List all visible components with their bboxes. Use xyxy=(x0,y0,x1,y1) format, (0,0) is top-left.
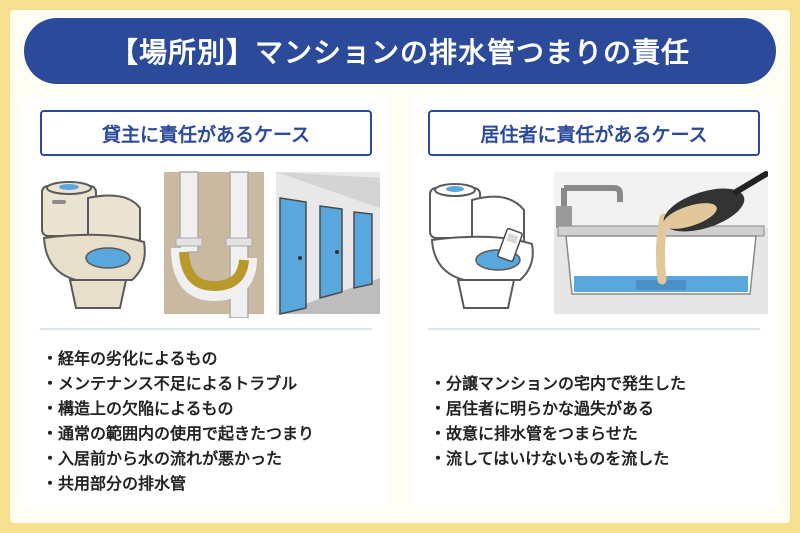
landlord-cases-list: 経年の劣化によるもの メンテナンス不足によるトラブル 構造上の欠陥によるもの 通… xyxy=(42,346,382,496)
clogged-pipe-illustration xyxy=(164,171,264,318)
list-item: 通常の範囲内の使用で起きたつまり xyxy=(42,421,382,446)
apartment-corridor-illustration xyxy=(276,172,380,315)
resident-panel-divider xyxy=(428,328,760,330)
resident-responsibility-panel: 居住者に責任があるケース 分譲マンションの宅内で発生した 居住者に明らかな過失が… xyxy=(410,96,778,510)
list-item: 流してはいけないものを流した xyxy=(430,446,770,471)
list-item: 構造上の欠陥によるもの xyxy=(42,396,382,421)
landlord-panel-divider xyxy=(40,328,372,330)
list-item: 経年の劣化によるもの xyxy=(42,346,382,371)
list-item: 分譲マンションの宅内で発生した xyxy=(430,371,770,396)
kitchen-sink-oil-illustration xyxy=(554,171,768,314)
list-item: メンテナンス不足によるトラブル xyxy=(42,371,382,396)
landlord-responsibility-panel: 貸主に責任があるケース 経年の劣化によるもの メンテナンス不足によるトラブル xyxy=(22,96,390,510)
old-toilet-illustration xyxy=(41,181,146,309)
resident-panel-heading: 居住者に責任があるケース xyxy=(428,110,760,156)
list-item: 入居前から水の流れが悪かった xyxy=(42,446,382,471)
landlord-panel-heading: 貸主に責任があるケース xyxy=(40,110,372,156)
toilet-with-object-illustration xyxy=(429,183,534,309)
list-item: 故意に排水管をつまらせた xyxy=(430,421,770,446)
list-item: 居住者に明らかな過失がある xyxy=(430,396,770,421)
page-title: 【場所別】マンションの排水管つまりの責任 xyxy=(24,18,776,84)
list-item: 共用部分の排水管 xyxy=(42,471,382,496)
resident-cases-list: 分譲マンションの宅内で発生した 居住者に明らかな過失がある 故意に排水管をつまら… xyxy=(430,371,770,471)
